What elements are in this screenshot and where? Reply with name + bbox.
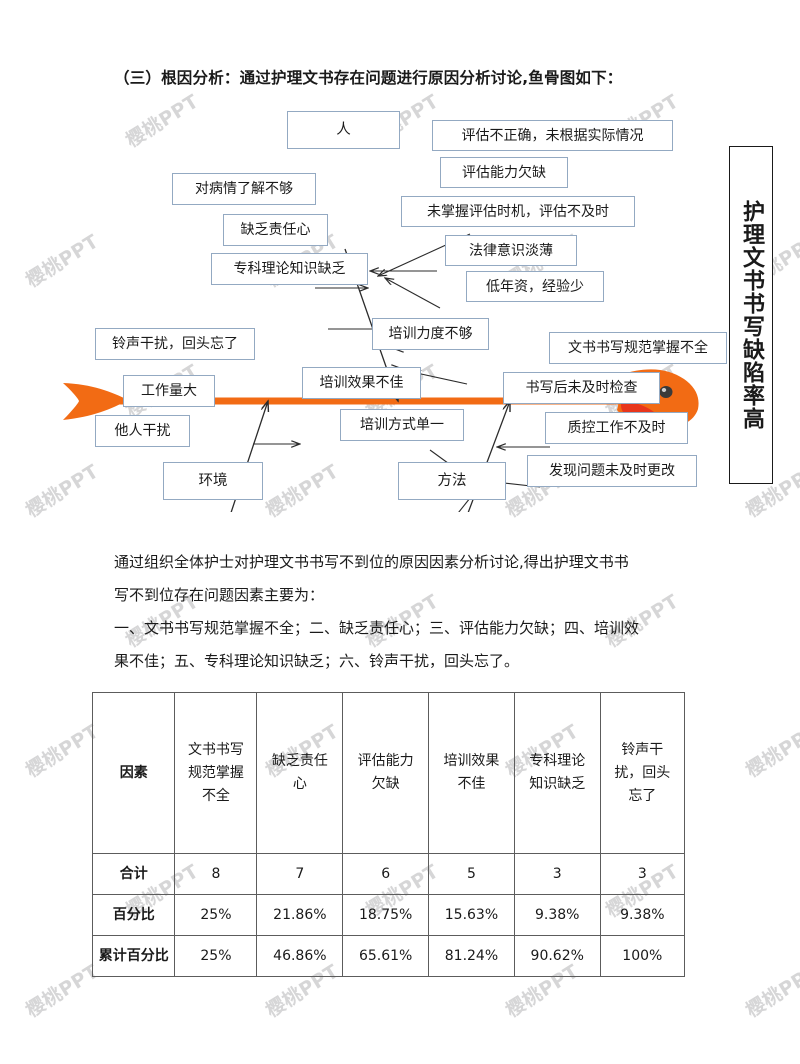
table-cell: 5 [428, 853, 515, 895]
cause-assessment-incorrect[interactable]: 评估不正确，未根据实际情况 [432, 120, 673, 151]
watermark-text: 樱桃PPT [260, 0, 343, 3]
paragraph-line-1: 通过组织全体护士对护理文书书写不到位的原因因素分析讨论,得出护理文书书 [114, 553, 629, 571]
fishbone-diagram: 人 环境 方法 对病情了解不够 缺乏责任心 专科理论知识缺乏 评估不正确，未根据… [0, 100, 800, 512]
fishbone-result-title: 护理文书书写缺陷率高 [729, 146, 773, 484]
table-cell: 15.63% [428, 894, 515, 936]
table-cell: 25% [174, 894, 258, 936]
factor-statistics-table: 因素文书书写规范掌握不全缺乏责任心评估能力欠缺培训效果不佳专科理论知识缺乏铃声干… [91, 692, 686, 977]
table-header-cell: 铃声干扰，回头忘了 [599, 692, 686, 854]
fishbone-skeleton [63, 233, 699, 512]
cause-assessment-timing[interactable]: 未掌握评估时机，评估不及时 [401, 196, 635, 227]
cause-lack-responsibility[interactable]: 缺乏责任心 [223, 214, 328, 246]
cause-disease-understanding[interactable]: 对病情了解不够 [172, 173, 316, 205]
cause-other-interruption[interactable]: 他人干扰 [95, 415, 190, 447]
cause-problem-not-corrected[interactable]: 发现问题未及时更改 [527, 455, 697, 487]
cause-writing-standard-not-mastered[interactable]: 文书书写规范掌握不全 [549, 332, 727, 364]
table-header-row: 因素文书书写规范掌握不全缺乏责任心评估能力欠缺培训效果不佳专科理论知识缺乏铃声干… [91, 692, 686, 854]
table-header-cell: 培训效果不佳 [428, 692, 515, 854]
table-row-label: 百分比 [91, 894, 176, 936]
table-cell: 3 [513, 853, 601, 895]
table-cell: 3 [599, 853, 686, 895]
table-header-cell: 专科理论知识缺乏 [513, 692, 601, 854]
watermark-text: 樱桃PPT [742, 960, 800, 1023]
table-cell: 7 [256, 853, 344, 895]
cause-insufficient-training[interactable]: 培训力度不够 [372, 318, 489, 350]
table-cell: 6 [342, 853, 430, 895]
table-cell: 81.24% [428, 935, 515, 977]
watermark-text: 樱桃PPT [22, 720, 103, 783]
watermark-text: 樱桃PPT [742, 720, 800, 783]
table-cell: 8 [174, 853, 258, 895]
cause-assessment-ability[interactable]: 评估能力欠缺 [440, 157, 568, 188]
watermark-text: 樱桃PPT [20, 0, 103, 3]
watermark-text: 樱桃PPT [500, 0, 583, 3]
table-cell: 25% [174, 935, 258, 977]
cause-weak-legal-awareness[interactable]: 法律意识淡薄 [445, 235, 577, 266]
watermark-text: 樱桃PPT [740, 0, 800, 3]
category-person[interactable]: 人 [287, 111, 400, 149]
fish-tail-icon [63, 383, 128, 420]
table-cell: 9.38% [513, 894, 601, 936]
paragraph-line-4: 果不佳；五、专科理论知识缺乏；六、铃声干扰，回头忘了。 [114, 652, 520, 670]
table-header-cell: 缺乏责任心 [256, 692, 344, 854]
table-cell: 46.86% [256, 935, 344, 977]
cause-lack-specialty-knowledge[interactable]: 专科理论知识缺乏 [211, 253, 368, 285]
page-title: （三）根因分析：通过护理文书存在问题进行原因分析讨论,鱼骨图如下： [114, 69, 623, 87]
table-header-cell: 因素 [91, 692, 176, 854]
cause-single-training-method[interactable]: 培训方式单一 [340, 409, 464, 441]
paragraph-line-2: 写不到位存在问题因素主要为： [114, 586, 325, 604]
category-method[interactable]: 方法 [398, 462, 506, 500]
table-cell: 18.75% [342, 894, 430, 936]
cause-poor-training-effect[interactable]: 培训效果不佳 [302, 367, 421, 399]
table-cell: 9.38% [599, 894, 686, 936]
cause-heavy-workload[interactable]: 工作量大 [123, 375, 215, 407]
cause-quality-control-delay[interactable]: 质控工作不及时 [545, 412, 688, 444]
cause-junior-little-experience[interactable]: 低年资，经验少 [466, 271, 604, 302]
cause-bell-interruption[interactable]: 铃声干扰，回头忘了 [95, 328, 255, 360]
category-environment[interactable]: 环境 [163, 462, 263, 500]
table-cell: 90.62% [513, 935, 601, 977]
watermark-text: 樱桃PPT [22, 960, 103, 1023]
table-cell: 65.61% [342, 935, 430, 977]
analysis-paragraph: 通过组织全体护士对护理文书书写不到位的原因因素分析讨论,得出护理文书书 写不到位… [114, 546, 714, 678]
paragraph-line-3: 一、文书书写规范掌握不全；二、缺乏责任心；三、评估能力欠缺；四、培训效 [114, 619, 640, 637]
table-cell: 21.86% [256, 894, 344, 936]
table-header-cell: 文书书写规范掌握不全 [174, 692, 258, 854]
table-cell: 100% [599, 935, 686, 977]
table-header-cell: 评估能力欠缺 [342, 692, 430, 854]
table-row-label: 累计百分比 [91, 935, 176, 977]
table-row-label: 合计 [91, 853, 176, 895]
cause-no-timely-check[interactable]: 书写后未及时检查 [503, 372, 660, 404]
